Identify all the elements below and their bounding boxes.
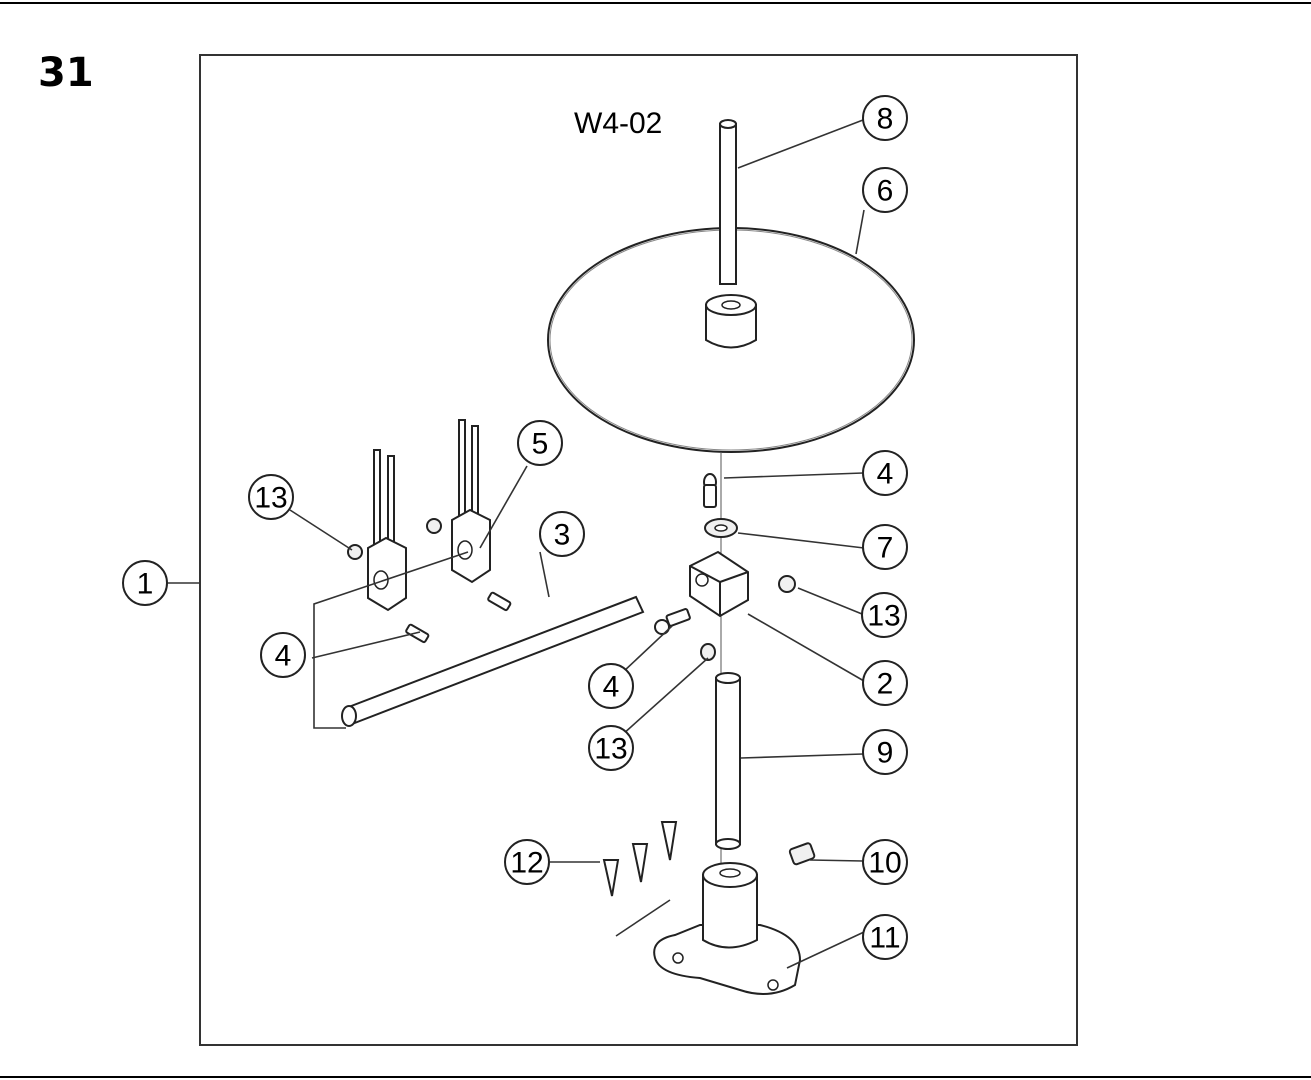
wood-screws xyxy=(602,821,678,897)
callout-7: 7 xyxy=(862,524,908,570)
callout-12: 12 xyxy=(504,839,550,885)
callout-9: 9 xyxy=(862,729,908,775)
svg-text:4: 4 xyxy=(603,671,620,704)
svg-text:6: 6 xyxy=(877,175,894,208)
stand-base xyxy=(653,862,802,995)
spool-bracket-right xyxy=(426,419,491,584)
leader-lines xyxy=(167,119,865,969)
callout-1: 1 xyxy=(122,560,168,606)
svg-text:12: 12 xyxy=(510,847,543,880)
svg-text:2: 2 xyxy=(877,668,894,701)
diagram-frame xyxy=(199,54,1078,1046)
callout-13-left: 13 xyxy=(248,474,294,520)
callout-4-plate: 4 xyxy=(862,450,908,496)
callout-4-bracket: 4 xyxy=(260,632,306,678)
callout-4-block: 4 xyxy=(588,663,634,709)
svg-text:3: 3 xyxy=(554,519,571,552)
callout-8: 8 xyxy=(862,95,908,141)
svg-text:13: 13 xyxy=(867,600,900,633)
svg-text:7: 7 xyxy=(877,532,894,565)
set-screw xyxy=(788,842,816,866)
callout-2: 2 xyxy=(862,660,908,706)
model-code: W4-02 xyxy=(574,107,662,140)
top-rule xyxy=(0,2,1311,4)
callout-5: 5 xyxy=(517,420,563,466)
block-screw xyxy=(654,608,691,635)
block-nut-bottom xyxy=(700,643,716,661)
callout-13-bottom: 13 xyxy=(588,725,634,771)
center-block xyxy=(689,550,749,618)
svg-text:10: 10 xyxy=(868,847,901,880)
svg-text:8: 8 xyxy=(877,103,894,136)
washer xyxy=(704,518,738,538)
svg-text:5: 5 xyxy=(532,428,549,461)
callout-11: 11 xyxy=(862,914,908,960)
stand-rod xyxy=(715,672,741,850)
spool-pin xyxy=(719,119,737,285)
svg-text:11: 11 xyxy=(869,922,900,955)
plate-hub xyxy=(705,294,757,349)
bottom-rule xyxy=(0,1076,1311,1078)
svg-text:4: 4 xyxy=(877,458,894,491)
horizontal-rod xyxy=(341,595,645,727)
callout-3: 3 xyxy=(539,511,585,557)
bracket-screws xyxy=(405,591,512,644)
callout-13-right: 13 xyxy=(861,592,907,638)
figure-number: 31 xyxy=(38,50,94,96)
svg-text:13: 13 xyxy=(254,482,287,515)
svg-text:1: 1 xyxy=(137,568,154,601)
svg-text:9: 9 xyxy=(877,737,894,770)
block-nut-right xyxy=(778,575,796,593)
callout-10: 10 xyxy=(862,839,908,885)
svg-text:4: 4 xyxy=(275,640,292,673)
svg-text:13: 13 xyxy=(594,733,627,766)
plate-screw xyxy=(703,473,717,508)
callout-6: 6 xyxy=(862,167,908,213)
spool-bracket-left xyxy=(347,449,407,612)
